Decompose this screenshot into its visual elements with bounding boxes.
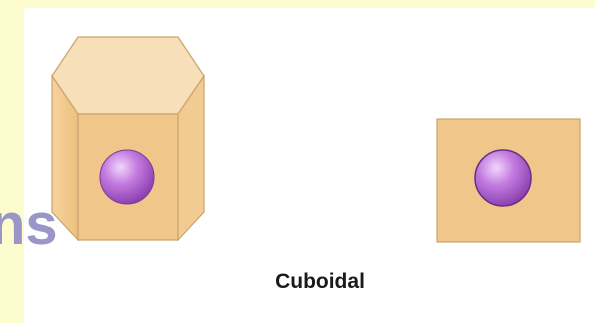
cell-3d-view (52, 37, 204, 240)
cell-section-view (437, 119, 580, 242)
nucleus-3d (100, 150, 154, 204)
nucleus-section (475, 150, 531, 206)
cell-top-face (52, 37, 204, 114)
caption-cuboidal: Cuboidal (255, 270, 385, 294)
